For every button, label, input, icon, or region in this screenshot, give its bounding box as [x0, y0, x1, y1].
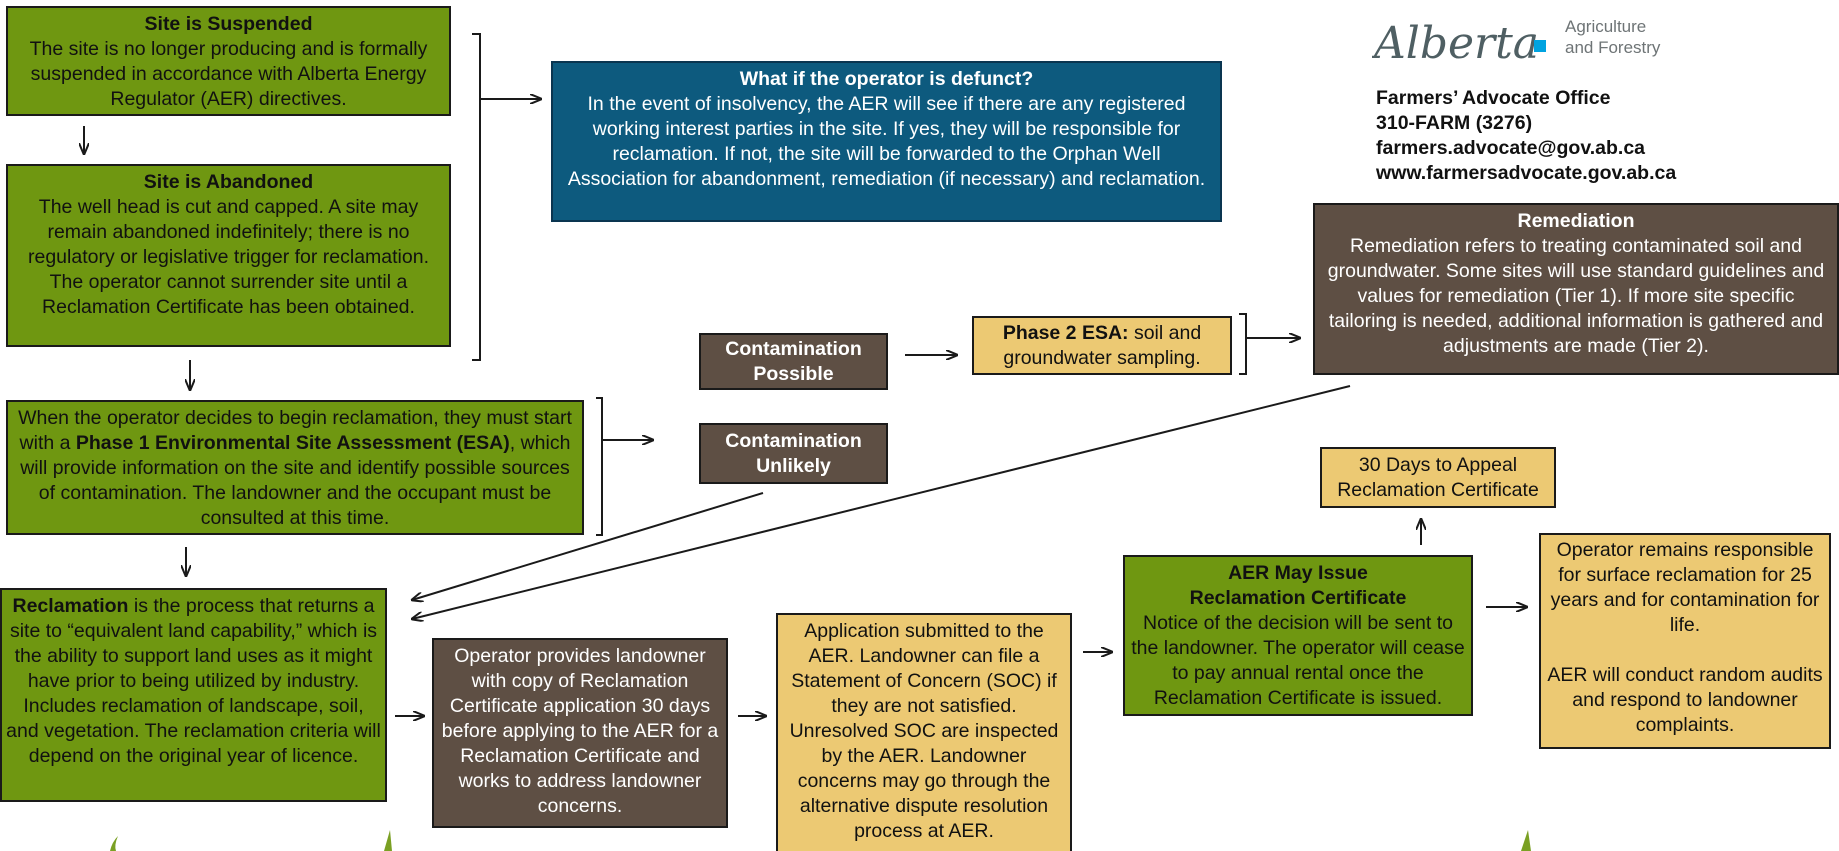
phase1-text-bold: Phase 1 Environmental Site Assessment (E… [75, 432, 510, 454]
reclamation-box: Reclamation is the process that returns … [0, 588, 387, 802]
aer-may-issue-box: AER May Issue Reclamation Certificate No… [1123, 555, 1473, 716]
appeal-body: 30 Days to Appeal Reclamation Certificat… [1337, 454, 1539, 501]
aer-issue-body: Notice of the decision will be sent to t… [1131, 612, 1465, 709]
email-address[interactable]: farmers.advocate@gov.ab.ca [1376, 137, 1646, 159]
operator-defunct-body: In the event of insolvency, the AER will… [567, 93, 1206, 190]
phase2-bold: Phase 2 ESA: [1002, 322, 1129, 344]
responsible-p1: Operator remains responsible for surface… [1550, 539, 1820, 636]
operator-defunct-title: What if the operator is defunct? [739, 68, 1034, 90]
bracket-phase1 [596, 397, 603, 536]
contamination-possible-label: Contamination Possible [725, 338, 862, 385]
operator-provides-body: Operator provides landowner with copy of… [441, 645, 719, 817]
operator-provides-box: Operator provides landowner with copy of… [432, 638, 728, 828]
responsible-p2: AER will conduct random audits and respo… [1547, 664, 1823, 736]
appeal-box: 30 Days to Appeal Reclamation Certificat… [1320, 447, 1556, 508]
logo-sub1: Agriculture [1565, 17, 1646, 36]
office-name: Farmers’ Advocate Office [1376, 87, 1611, 109]
phase2-esa-box: Phase 2 ESA: soil and groundwater sampli… [972, 316, 1232, 375]
phase2-text: soil and groundwater sampling. [1003, 322, 1202, 369]
operator-responsible-box: Operator remains responsible for surface… [1539, 533, 1831, 749]
phone-number: 310-FARM (3276) [1376, 112, 1533, 134]
bracket-suspended-abandoned [472, 33, 481, 361]
logo-square [1534, 40, 1546, 52]
contact-block: Farmers’ Advocate Office 310-FARM (3276)… [1376, 86, 1676, 186]
reclamation-text: is the process that returns a site to “e… [6, 595, 381, 767]
contamination-unlikely-label: Contamination Unlikely [725, 430, 862, 477]
phase1-esa-box: When the operator decides to begin recla… [6, 400, 584, 535]
site-abandoned-body: The well head is cut and capped. A site … [27, 196, 429, 318]
site-suspended-body: The site is no longer producing and is f… [29, 38, 428, 110]
alberta-logo: Alberta Agriculture and Forestry [1370, 10, 1692, 75]
grass-decor-right [1521, 830, 1531, 851]
reclamation-bold: Reclamation [12, 595, 129, 617]
remediation-title: Remediation [1517, 210, 1635, 232]
site-abandoned-box: Site is Abandoned The well head is cut a… [6, 164, 451, 347]
contamination-unlikely-box: Contamination Unlikely [699, 423, 888, 484]
logo-sub2: and Forestry [1565, 38, 1661, 57]
arrow-remediation-to-reclamation [412, 385, 1351, 619]
application-submitted-box: Application submitted to the AER. Landow… [776, 613, 1072, 851]
site-suspended-title: Site is Suspended [144, 13, 313, 35]
site-suspended-box: Site is Suspended The site is no longer … [6, 6, 451, 116]
website-url[interactable]: www.farmersadvocate.gov.ab.ca [1376, 162, 1677, 184]
grass-decor-mid [384, 830, 392, 851]
contamination-possible-box: Contamination Possible [699, 333, 888, 390]
remediation-body: Remediation refers to treating contamina… [1327, 235, 1825, 357]
arrow-unlikely-to-reclamation [412, 492, 764, 600]
application-submitted-body: Application submitted to the AER. Landow… [789, 620, 1059, 842]
bracket-phase2 [1239, 313, 1247, 375]
remediation-box: Remediation Remediation refers to treati… [1313, 203, 1839, 375]
operator-defunct-box: What if the operator is defunct? In the … [551, 61, 1222, 222]
site-abandoned-title: Site is Abandoned [143, 171, 314, 193]
phase1-text-a: When the operator decides to begin recla… [18, 407, 572, 454]
phase1-text-b: , which will provide information on the … [20, 432, 571, 529]
grass-decor-left [110, 836, 118, 851]
aer-issue-title-1: AER May Issue [1228, 562, 1368, 584]
aer-issue-title-2: Reclamation Certificate [1189, 587, 1407, 609]
logo-wordmark: Alberta [1372, 18, 1539, 69]
